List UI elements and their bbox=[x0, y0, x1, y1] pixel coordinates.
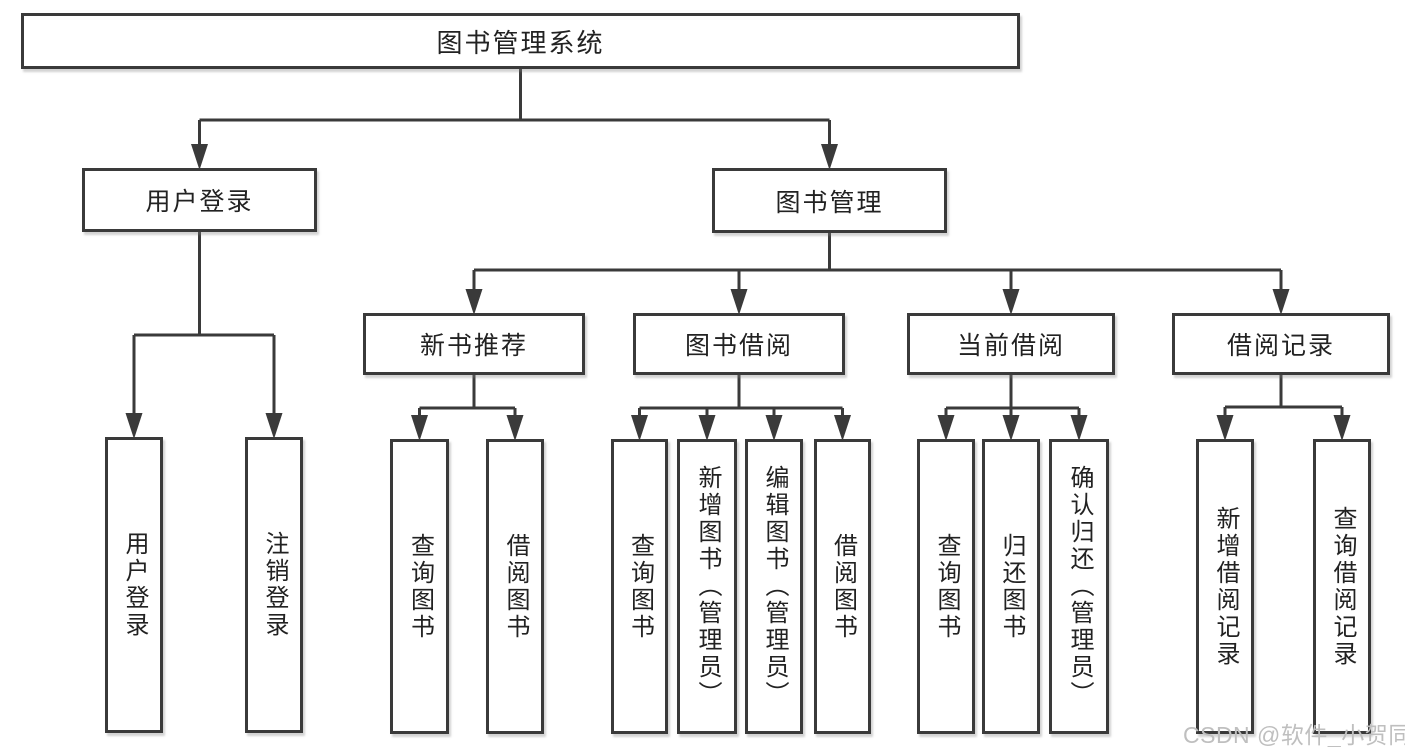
arrowhead-root-1 bbox=[821, 144, 838, 170]
node-book-mgmt: 图书管理 bbox=[712, 168, 947, 233]
node-label-leaf-br-add: 新增借阅记录 bbox=[1212, 505, 1239, 668]
node-label-leaf-bb-query: 查询图书 bbox=[626, 532, 654, 641]
node-user-login: 用户登录 bbox=[82, 168, 317, 232]
arrowhead-current-borrow-1 bbox=[1002, 415, 1020, 441]
arrowhead-new-book-rec-1 bbox=[506, 415, 524, 441]
arrowhead-book-mgmt-0 bbox=[465, 289, 483, 315]
arrowhead-book-borrow-1 bbox=[698, 415, 716, 441]
node-leaf-nb-query: 查询图书 bbox=[390, 439, 449, 734]
node-label-leaf-cb-confirm: 确认归还（管理员） bbox=[1066, 465, 1093, 708]
arrowhead-current-borrow-2 bbox=[1070, 415, 1088, 441]
node-leaf-nb-borrow: 借阅图书 bbox=[486, 439, 544, 734]
node-leaf-cb-confirm: 确认归还（管理员） bbox=[1049, 439, 1109, 734]
node-label-current-borrow: 当前借阅 bbox=[956, 332, 1065, 360]
node-leaf-bb-add: 新增图书（管理员） bbox=[677, 439, 737, 734]
arrowhead-borrow-records-1 bbox=[1333, 415, 1351, 441]
node-leaf-br-add: 新增借阅记录 bbox=[1196, 439, 1254, 734]
node-label-leaf-cb-query: 查询图书 bbox=[933, 532, 960, 641]
node-leaf-cb-query: 查询图书 bbox=[917, 439, 975, 734]
node-label-leaf-bb-borrow: 借阅图书 bbox=[829, 532, 857, 641]
node-leaf-bb-borrow: 借阅图书 bbox=[814, 439, 871, 734]
node-label-leaf-bb-add: 新增图书（管理员） bbox=[694, 465, 721, 708]
node-label-root: 图书管理系统 bbox=[436, 27, 605, 58]
arrowhead-borrow-records-0 bbox=[1216, 415, 1234, 441]
arrowhead-new-book-rec-0 bbox=[411, 415, 428, 441]
node-borrow-records: 借阅记录 bbox=[1172, 313, 1390, 375]
arrowhead-book-mgmt-1 bbox=[730, 289, 748, 315]
node-label-leaf-br-query: 查询借阅记录 bbox=[1329, 505, 1356, 668]
node-leaf-user-login: 用户登录 bbox=[105, 437, 163, 733]
node-leaf-logout: 注销登录 bbox=[245, 437, 303, 733]
node-label-leaf-bb-edit: 编辑图书（管理员） bbox=[761, 465, 788, 708]
node-root: 图书管理系统 bbox=[21, 13, 1020, 69]
arrowhead-root-0 bbox=[191, 144, 208, 170]
edge-book-mgmt bbox=[472, 233, 1283, 295]
arrowhead-current-borrow-0 bbox=[937, 415, 955, 441]
node-leaf-bb-edit: 编辑图书（管理员） bbox=[745, 439, 803, 734]
node-label-leaf-nb-borrow: 借阅图书 bbox=[502, 532, 529, 641]
edge-root bbox=[198, 69, 831, 150]
edge-book-borrow bbox=[638, 375, 844, 421]
node-label-book-borrow: 图书借阅 bbox=[684, 332, 793, 360]
node-leaf-cb-return: 归还图书 bbox=[982, 439, 1040, 734]
arrowhead-user-login-0 bbox=[125, 413, 143, 439]
arrowhead-book-borrow-3 bbox=[834, 415, 851, 441]
node-label-leaf-nb-query: 查询图书 bbox=[406, 532, 434, 641]
arrowhead-book-mgmt-3 bbox=[1272, 289, 1290, 315]
edge-current-borrow bbox=[944, 375, 1081, 421]
node-label-borrow-records: 借阅记录 bbox=[1226, 332, 1335, 360]
node-label-leaf-cb-return: 归还图书 bbox=[998, 532, 1025, 641]
node-leaf-bb-query: 查询图书 bbox=[611, 439, 668, 734]
node-label-new-book-rec: 新书推荐 bbox=[419, 332, 528, 360]
node-label-leaf-logout: 注销登录 bbox=[261, 531, 288, 639]
node-book-borrow: 图书借阅 bbox=[633, 313, 845, 375]
node-leaf-br-query: 查询借阅记录 bbox=[1313, 439, 1371, 734]
arrowhead-book-borrow-2 bbox=[765, 415, 783, 441]
node-label-user-login: 用户登录 bbox=[145, 188, 254, 216]
edge-borrow-records bbox=[1223, 375, 1344, 421]
edge-new-book-rec bbox=[418, 375, 517, 421]
node-label-leaf-user-login: 用户登录 bbox=[121, 531, 148, 639]
node-current-borrow: 当前借阅 bbox=[907, 313, 1115, 375]
watermark-text: CSDN @软件_小贺同学 bbox=[1183, 722, 1405, 747]
arrowhead-book-mgmt-2 bbox=[1002, 289, 1020, 315]
node-new-book-rec: 新书推荐 bbox=[363, 313, 585, 375]
arrowhead-book-borrow-0 bbox=[631, 415, 648, 441]
arrowhead-user-login-1 bbox=[265, 413, 283, 439]
edge-user-login bbox=[132, 232, 276, 419]
node-label-book-mgmt: 图书管理 bbox=[775, 188, 884, 217]
